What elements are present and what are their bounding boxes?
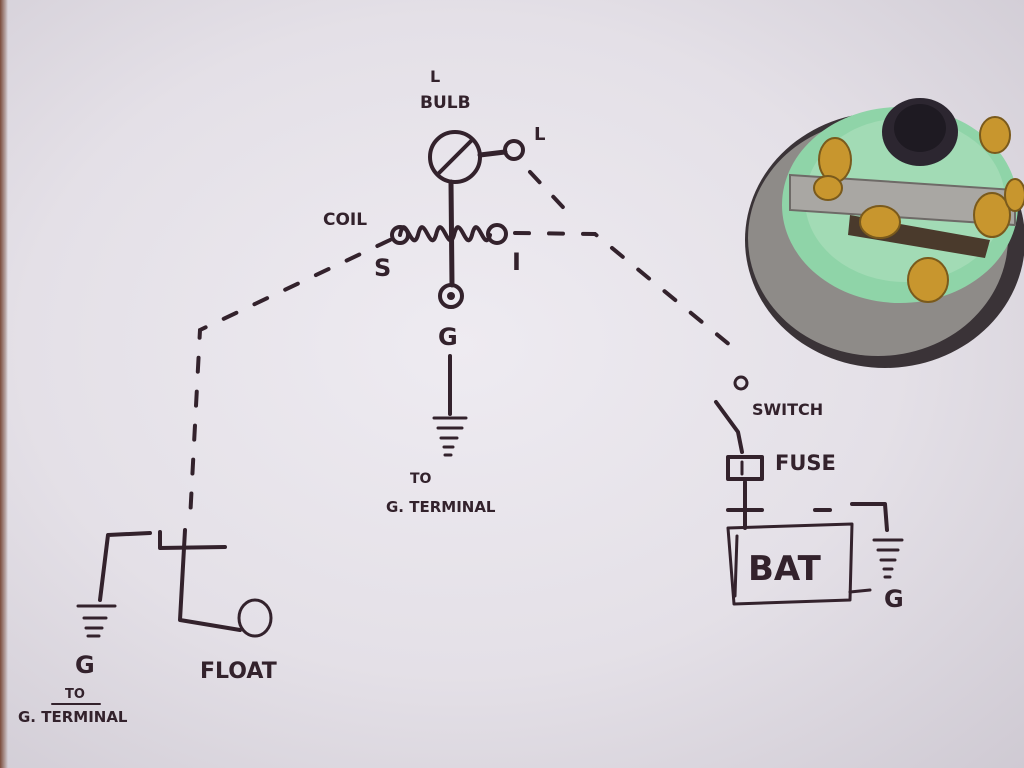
g-terminal-label: G — [438, 323, 458, 351]
sender-ground-wire — [98, 531, 152, 602]
sender-ground-icon — [76, 604, 117, 638]
i-terminal-label: I — [512, 248, 521, 276]
wire-l — [528, 170, 577, 222]
sender-terminal-note: G. TERMINAL — [18, 708, 128, 726]
switch-terminal — [733, 375, 749, 391]
labels: L BULB L COIL S I G TO G. TERMINAL SWITC… — [18, 67, 904, 726]
float-arm — [178, 546, 242, 632]
i-terminal-dot — [486, 223, 508, 245]
plus-label: + — [736, 518, 737, 521]
sender-circuit — [76, 528, 273, 638]
gauge-photo — [745, 98, 1024, 368]
s-terminal-label: S — [374, 254, 391, 282]
gauge-schematic — [390, 130, 525, 457]
wire-s-to-sender — [188, 238, 392, 522]
sender-ground-label: G — [75, 651, 95, 679]
battery-outline — [726, 522, 854, 606]
switch-symbol — [714, 400, 744, 454]
paper-edge — [0, 0, 8, 768]
to-label: TO — [410, 471, 432, 487]
fuse-symbol — [726, 455, 764, 481]
minus-label: - — [816, 519, 817, 521]
battery-ground-wire — [850, 502, 889, 532]
battery-ground-icon — [872, 538, 904, 579]
dashed-wires — [188, 170, 744, 522]
coil-label: COIL — [323, 210, 367, 230]
fuse-label: FUSE — [775, 451, 836, 475]
gauge-stem — [448, 179, 455, 288]
sender-bar — [158, 530, 227, 550]
float-label: FLOAT — [200, 659, 277, 684]
bat-label: BAT — [748, 549, 822, 589]
s-terminal-dot — [390, 225, 410, 245]
power-circuit — [714, 375, 904, 606]
float-symbol — [237, 598, 273, 638]
coil-symbol — [398, 225, 492, 243]
gauge-bracket — [789, 173, 1016, 227]
wire-i-to-switch — [513, 231, 744, 357]
l-terminal-dot — [503, 139, 525, 161]
switch-label: SWITCH — [752, 400, 823, 419]
g-terminal-dot — [438, 283, 464, 309]
l-terminal-label: L — [534, 124, 545, 145]
g-terminal-note: G. TERMINAL — [386, 498, 496, 516]
bulb-label: BULB — [420, 93, 471, 113]
sender-to-label: TO — [65, 687, 85, 702]
bulb-top-label: L — [430, 67, 440, 86]
bat-ground-label: G — [884, 585, 904, 613]
gauge-ground-icon — [432, 416, 468, 457]
brass-terminals — [813, 116, 1024, 303]
